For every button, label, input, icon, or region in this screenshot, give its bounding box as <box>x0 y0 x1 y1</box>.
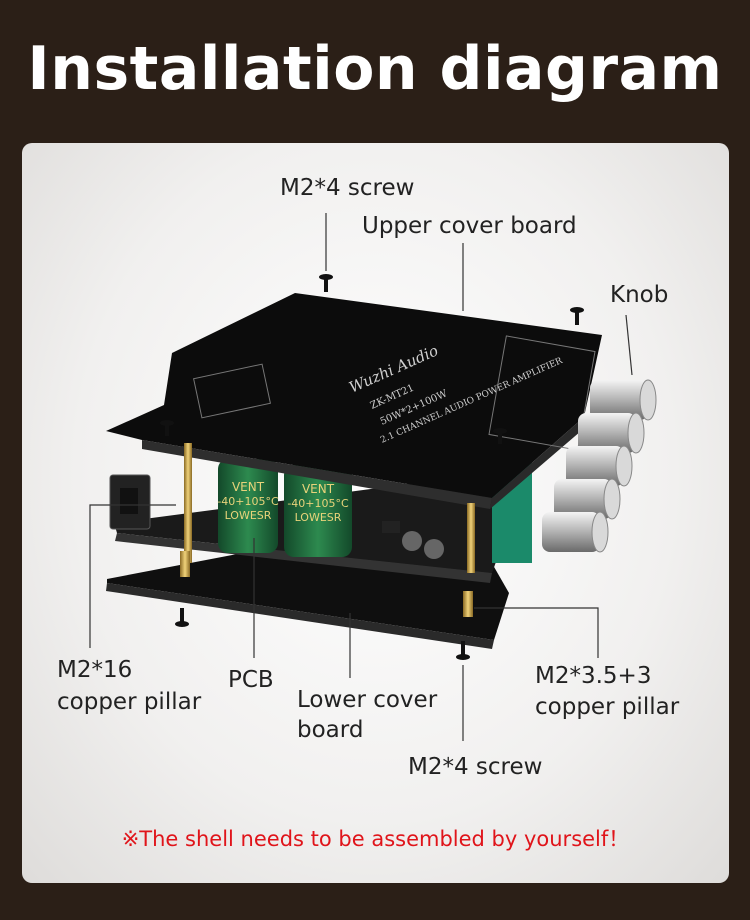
copper-pillar-short-left <box>180 551 190 577</box>
label-lower-cover-board: board <box>297 717 364 743</box>
cap-vent-text-2: VENT <box>302 482 335 496</box>
page-title: Installation diagram <box>27 34 723 104</box>
screw-mid-left <box>160 420 174 436</box>
knob-1 <box>590 379 657 421</box>
label-m2-3-5-3-copper-pillar: copper pillar <box>535 694 680 720</box>
diagram-panel: VENT -40+105°C LOWESR VENT -40+105°C LOW… <box>22 143 729 883</box>
copper-pillar-m2-16 <box>184 443 192 563</box>
label-m2-3-5-3: M2*3.5+3 <box>535 663 652 689</box>
leader-pillar16 <box>89 504 176 648</box>
screw-bottom-right <box>456 641 470 660</box>
copper-pillar-m2-3-5 <box>463 591 473 617</box>
knob-4 <box>554 478 621 520</box>
cap-temp-text: -40+105°C <box>217 495 279 508</box>
cap-esr-text: LOWESR <box>225 509 272 522</box>
screw-mid-right <box>493 428 507 444</box>
capacitor-right: VENT -40+105°C LOWESR <box>284 465 352 557</box>
knob-2 <box>578 412 645 454</box>
screw-bottom-left <box>175 608 189 627</box>
label-m2-16-copper-pillar: copper pillar <box>57 689 202 715</box>
label-knob: Knob <box>610 282 669 308</box>
assembly-note: ※The shell needs to be assembled by your… <box>121 827 630 851</box>
cap-esr-text-2: LOWESR <box>295 511 342 524</box>
screw-top-right <box>570 307 584 325</box>
cap-temp-text-2: -40+105°C <box>287 497 349 510</box>
upper-cover-board: Wuzhi Audio ZK-MT21 50W*2+100W 2.1 CHANN… <box>106 293 602 509</box>
copper-pillar-right <box>467 503 475 573</box>
label-top-screw: M2*4 screw <box>280 175 415 201</box>
pcb: VENT -40+105°C LOWESR VENT -40+105°C LOW… <box>109 383 532 583</box>
label-pcb: PCB <box>228 667 274 693</box>
screw-top-left <box>319 274 333 292</box>
capacitor-left: VENT -40+105°C LOWESR <box>217 459 279 553</box>
label-bottom-screw: M2*4 screw <box>408 754 543 780</box>
knobs <box>542 379 657 553</box>
label-lower-cover: Lower cover <box>297 687 438 713</box>
amplifier-exploded-view: VENT -40+105°C LOWESR VENT -40+105°C LOW… <box>89 213 657 741</box>
leader-lines <box>89 213 633 741</box>
cap-vent-text: VENT <box>232 480 265 494</box>
screws <box>160 274 584 660</box>
knob-3 <box>566 445 633 487</box>
label-m2-16: M2*16 <box>57 657 133 683</box>
leader-knob <box>625 314 633 376</box>
copper-pillars <box>180 443 475 617</box>
knob-5 <box>542 511 609 553</box>
label-upper-cover-board: Upper cover board <box>362 213 577 239</box>
leader-pillar35 <box>474 607 599 658</box>
